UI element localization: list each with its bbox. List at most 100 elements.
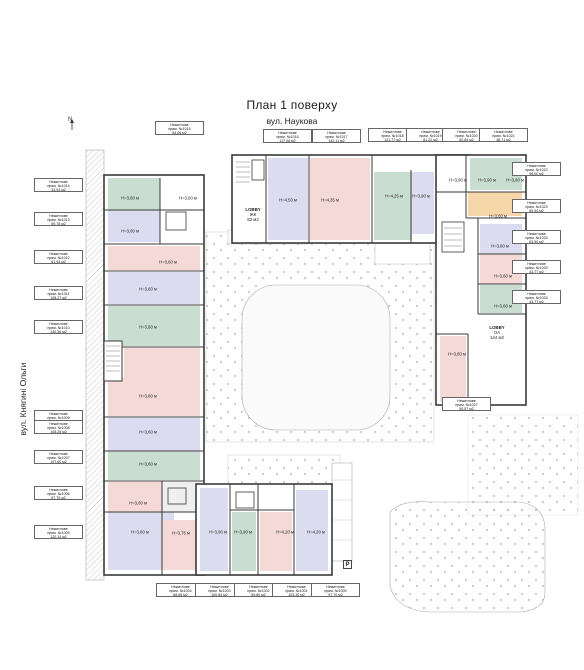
unit-label-line1: Нежитлове	[421, 129, 440, 134]
ceiling-height: H=3,60 м	[506, 177, 524, 183]
unit-label-line1: Нежитлове	[49, 321, 68, 326]
ceiling-height: H=4,50 м	[279, 197, 297, 203]
unit-label-line2: прим. №1026	[525, 296, 548, 300]
unit-label-line3: 59,78 м2	[51, 222, 66, 227]
unit-label-line2: прим. №1000	[324, 589, 347, 593]
unit-label-line3: 43,77 м2	[529, 300, 544, 305]
unit-label-line3: 142,11 м2	[328, 139, 345, 144]
unit-label-line2: прим. №1006	[47, 492, 70, 496]
ceiling-height: H=4,20 м	[307, 529, 325, 535]
unit-label-line2: прим. №1019	[419, 134, 442, 138]
unit-label-line1: Нежитлове	[383, 129, 402, 134]
unit-label-line1: Нежитлове	[527, 261, 546, 266]
ceiling-height: H=3,90 м	[449, 177, 467, 183]
unit-label-line2: прим. №1013	[47, 218, 70, 222]
unit-label-line1: Нежитлове	[49, 411, 68, 416]
unit-label-line3: 69,94 м2	[529, 209, 544, 214]
street-name-left: вул. Княгині Ольги	[18, 362, 28, 436]
ceiling-height: H=3,60 м	[121, 195, 139, 201]
lobby-area: 83 м2	[247, 217, 259, 222]
ceiling-height: H=3,60 м	[139, 429, 157, 435]
unit-label-line1: Нежитлове	[49, 421, 68, 426]
lobby-name: LOBBY	[489, 325, 505, 330]
unit-label-line2: прим. №1001	[285, 589, 308, 593]
unit-label-line1: Нежитлове	[457, 129, 476, 134]
unit-label-line1: Нежитлове	[49, 287, 68, 292]
lobby-sub: ЖК	[249, 212, 257, 217]
unit-label-line2: прим. №1027	[455, 403, 478, 407]
unit-label-line2: прим. №1021	[492, 134, 515, 138]
parking-sign: P	[343, 560, 352, 569]
unit-label-line3: 100,84 м2	[211, 593, 228, 598]
unit-label-line2: прим. №1007	[47, 456, 70, 460]
unit-label-line2: прим. №1005	[47, 531, 70, 535]
unit-label-line2: прим. №1020	[455, 134, 478, 138]
lobby-area: 144 м2	[489, 335, 504, 340]
unit-label-line1: Нежитлове	[49, 451, 68, 456]
unit-label-line2: прим. №1009	[47, 416, 70, 420]
ceiling-height: H=3,60 м	[139, 461, 157, 467]
unit-label-line1: Нежитлове	[210, 584, 229, 589]
ceiling-height: H=4,25 м	[385, 193, 403, 199]
page-title: План 1 поверху	[246, 98, 338, 112]
street-name-top: вул. Наукова	[266, 116, 318, 126]
unit-label-line1: Нежитлове	[171, 584, 190, 589]
unit-label-line3: 59,60 м2	[251, 593, 266, 598]
unit-label-line1: Нежитлове	[457, 398, 476, 403]
unit-label-line2: прим. №1008	[47, 426, 70, 430]
unit-label-line3: 108,26 м2	[50, 430, 67, 435]
unit-label-line3: 117,06 м2	[279, 139, 296, 144]
unit-label-line2: прим. №1017	[325, 135, 348, 139]
unit-label-line1: Нежитлове	[287, 584, 306, 589]
ceiling-height: H=3,60 м	[131, 529, 149, 535]
courtyard	[205, 229, 435, 486]
unit-label-line3: 54,06 м2	[172, 131, 187, 136]
unit-label-line2: прим. №1024	[525, 236, 548, 240]
ceiling-height: H=4,20 м	[276, 529, 294, 535]
unit-label-line3: 61,93 м2	[51, 260, 66, 265]
north-arrow-icon	[70, 119, 74, 130]
unit-label-line2: прим. №1016	[276, 135, 299, 139]
unit-label-line1: Нежитлове	[494, 129, 513, 134]
unit-label-line3: 38,71 м2	[496, 138, 511, 143]
unit-label-line2: прим. №1018	[381, 134, 404, 138]
unit-label-line1: Нежитлове	[49, 179, 68, 184]
ceiling-height: H=3,60 м	[139, 286, 157, 292]
ceiling-height: H=3,60 м	[494, 303, 512, 309]
north-wing	[231, 154, 471, 244]
unit-label-line3: 43,77 м2	[529, 270, 544, 275]
unit-label-line3: 103,30 м2	[288, 593, 305, 598]
unit-label-line3: 33,94 м2	[51, 188, 66, 193]
unit-label-line3: 96,00 м2	[529, 172, 544, 177]
unit-label-line3: 63,90 м2	[529, 240, 544, 245]
unit-label-line3: 120,14 м2	[50, 535, 67, 540]
unit-label-line2: прим. №1012	[47, 256, 70, 260]
ceiling-height: H=3,60 м	[121, 228, 139, 234]
south-wing	[195, 483, 333, 576]
ceiling-height: H=3,75 м	[172, 530, 190, 536]
ceiling-height: H=3,60 м	[489, 213, 507, 219]
ceiling-height: H=3,90 м	[209, 529, 227, 535]
unit-label-line1: Нежитлове	[527, 231, 546, 236]
ceiling-height: H=3,60 м	[159, 259, 177, 265]
